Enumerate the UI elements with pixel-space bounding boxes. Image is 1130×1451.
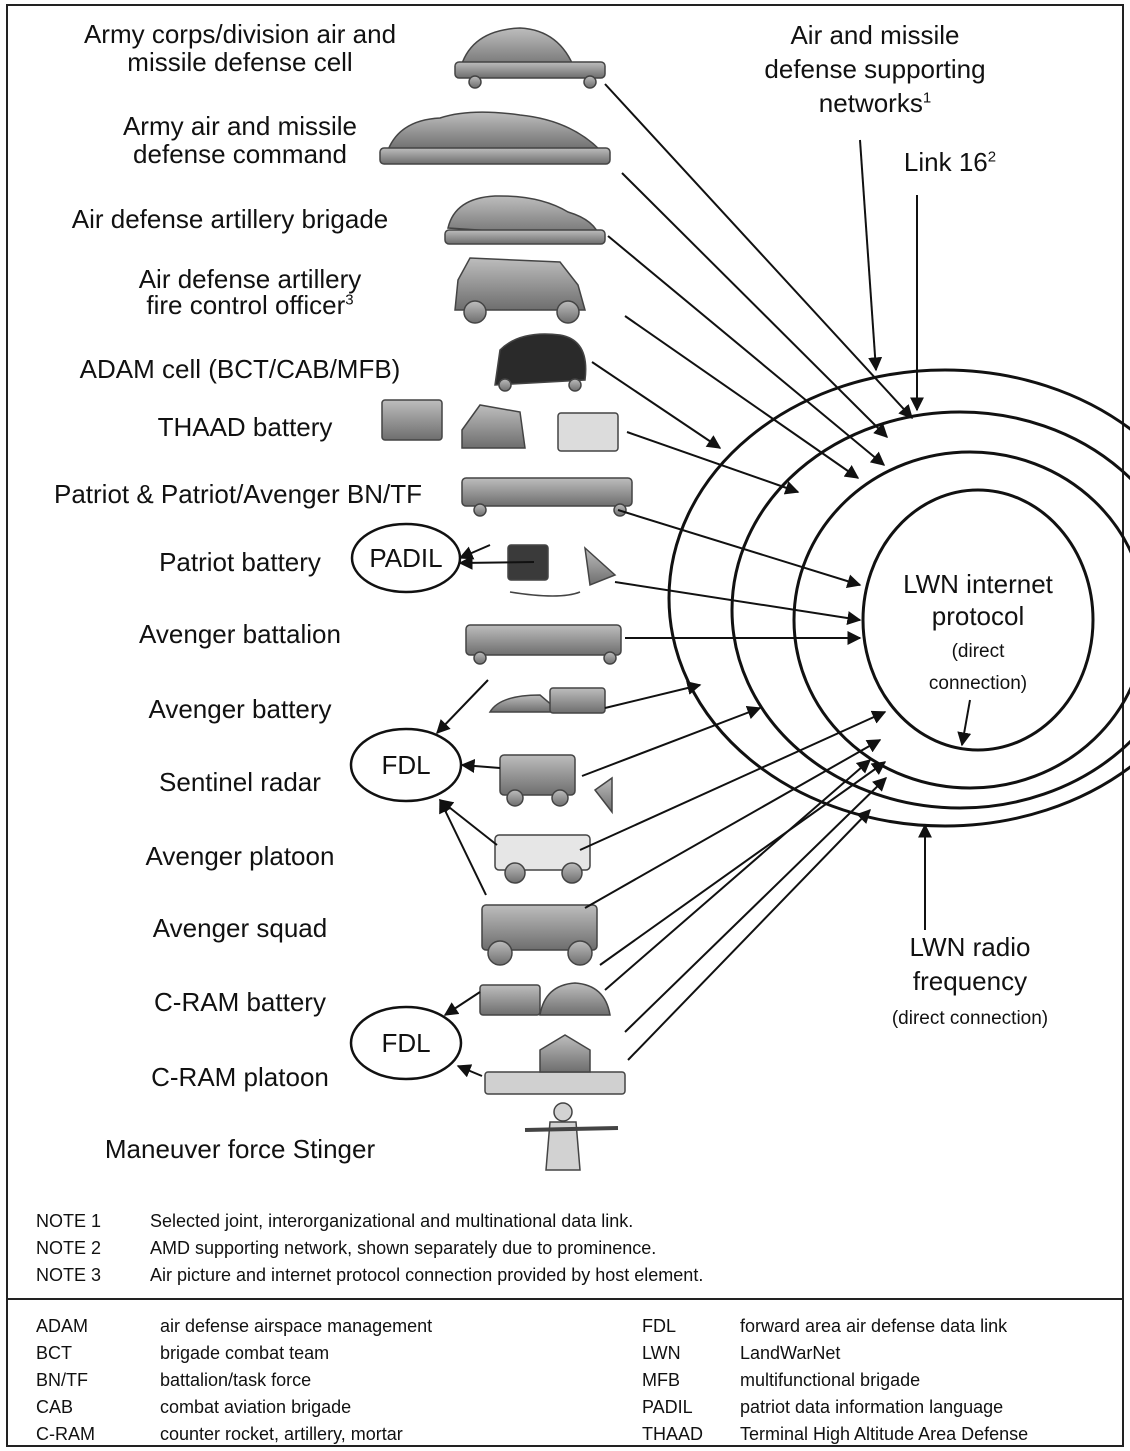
connection-arrows bbox=[436, 83, 972, 1078]
ring-link16 bbox=[730, 410, 1130, 810]
ring-lwn-ip bbox=[861, 488, 1095, 752]
fdl-lower-oval bbox=[349, 1005, 463, 1081]
unit-label-adam-cell: ADAM cell (BCT/CAB/MFB) bbox=[79, 354, 401, 384]
stinger-soldier-icon bbox=[524, 1102, 619, 1171]
unit-label-sentinel-radar: Sentinel radar bbox=[159, 767, 321, 797]
avenger-battery-vehicles-icon bbox=[488, 687, 606, 714]
supporting-networks-label: Air and missile defense supporting netwo… bbox=[764, 20, 986, 118]
fdl-lower-label: FDL bbox=[381, 1028, 431, 1058]
unit-label-stinger: Maneuver force Stinger bbox=[104, 1134, 376, 1164]
patriot-bn-vehicles-icon bbox=[461, 477, 633, 517]
avenger-battalion-vehicles-icon bbox=[465, 624, 622, 665]
padil-label: PADIL bbox=[369, 543, 443, 573]
sentinel-radar-icon bbox=[499, 754, 613, 815]
ring-lwn-radio bbox=[792, 450, 1130, 790]
unit-label-avenger-squad: Avenger squad bbox=[152, 913, 328, 943]
unit-label-cram-battery: C-RAM battery bbox=[154, 987, 326, 1017]
network-rings bbox=[667, 368, 1130, 828]
unit-label-patriot-bn: Patriot & Patriot/Avenger BN/TF bbox=[54, 479, 422, 509]
corps-cell-vehicle-icon bbox=[454, 27, 606, 89]
diagram-frame bbox=[6, 4, 1124, 1447]
unit-label-avenger-battery: Avenger battery bbox=[148, 694, 332, 724]
link16-label: Link 162 bbox=[903, 147, 997, 177]
equipment-images bbox=[379, 27, 633, 1171]
aamdc-shelters-icon bbox=[379, 111, 611, 165]
ring-supporting-networks bbox=[667, 368, 1130, 828]
fire-control-vehicle-icon bbox=[454, 257, 586, 324]
cram-battery-shelter-icon bbox=[479, 982, 611, 1016]
section-divider bbox=[6, 1298, 1124, 1300]
unit-label-avenger-platoon: Avenger platoon bbox=[145, 841, 335, 871]
unit-label-patriot-battery: Patriot battery bbox=[159, 547, 321, 577]
unit-label-avenger-battalion: Avenger battalion bbox=[139, 619, 341, 649]
lwn-rf-label: LWN radio frequency (direct connection) bbox=[891, 932, 1049, 1029]
fdl-upper-label: FDL bbox=[381, 750, 431, 780]
cram-platoon-phalanx-icon bbox=[484, 1034, 626, 1095]
datalink-ovals bbox=[349, 522, 463, 1081]
adam-cell-vehicle-icon bbox=[494, 333, 587, 392]
avenger-squad-humvee-icon bbox=[481, 904, 598, 966]
lwn-ip-label: LWN internet protocol (direct connection… bbox=[903, 569, 1053, 694]
thaad-battery-icon bbox=[381, 399, 619, 452]
ada-brigade-shelters-icon bbox=[444, 195, 606, 245]
unit-label-thaad: THAAD battery bbox=[157, 412, 333, 442]
unit-label-cram-platoon: C-RAM platoon bbox=[151, 1062, 329, 1092]
unit-label-ada-brigade: Air defense artillery brigade bbox=[71, 204, 389, 234]
patriot-battery-radar-icon bbox=[507, 544, 617, 597]
avenger-platoon-humvee-icon bbox=[494, 834, 591, 884]
